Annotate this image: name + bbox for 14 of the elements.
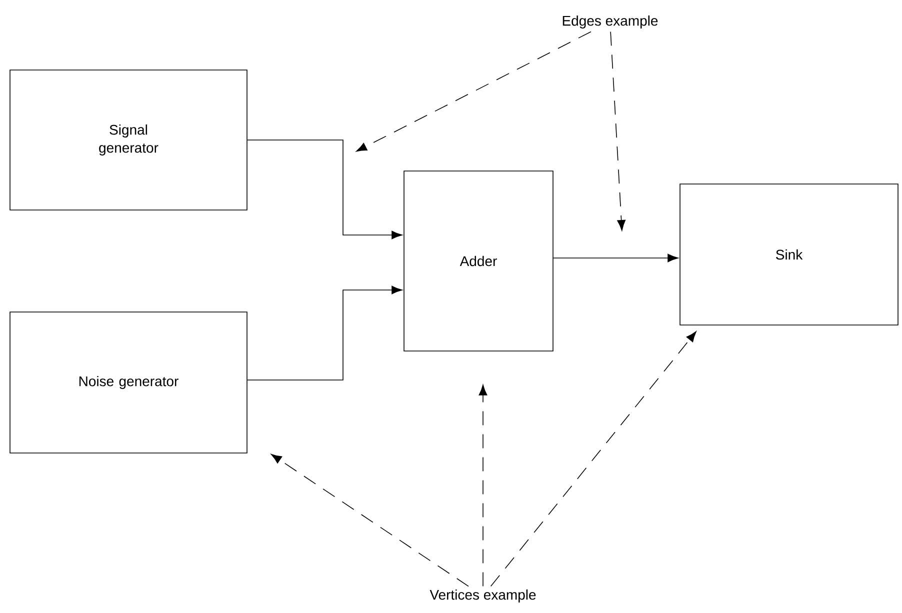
dashed-arrow bbox=[356, 31, 592, 152]
process-box: Noise generator bbox=[10, 312, 248, 454]
process-box: Signal generator bbox=[10, 70, 248, 210]
dashed-arrow bbox=[478, 384, 488, 587]
annotation-text: Edges example bbox=[562, 15, 658, 29]
dashed-arrow bbox=[270, 454, 469, 587]
dashed-arrow bbox=[610, 31, 626, 231]
arrow bbox=[247, 140, 402, 240]
annotation-text: Vertices example bbox=[430, 589, 536, 603]
arrow bbox=[247, 286, 402, 380]
process-box: Adder bbox=[404, 170, 554, 352]
dashed-arrow bbox=[490, 331, 696, 587]
process-box: Sink bbox=[680, 184, 898, 326]
arrow bbox=[553, 254, 678, 262]
